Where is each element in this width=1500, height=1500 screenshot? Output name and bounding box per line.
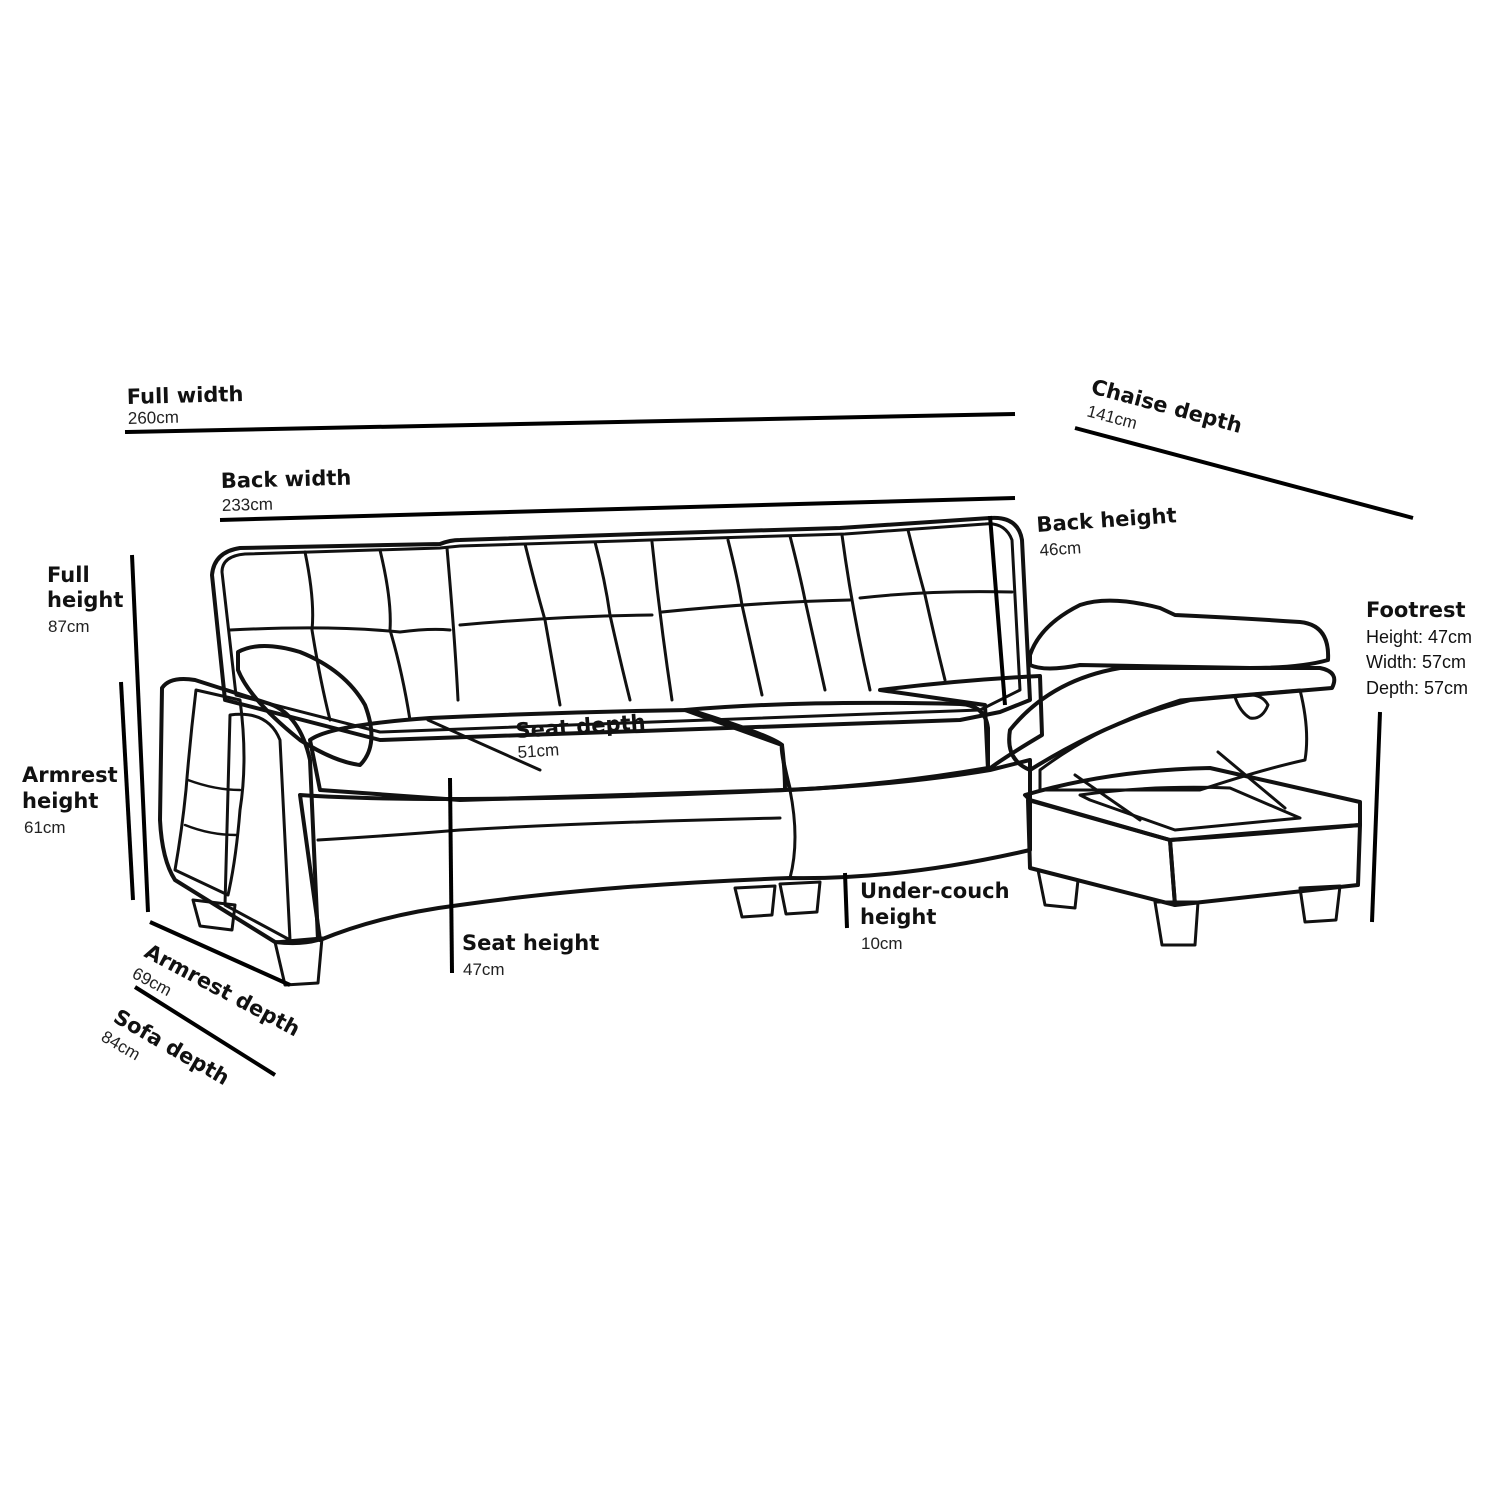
sofa-backrest xyxy=(210,515,1032,742)
seat-welt xyxy=(316,816,782,842)
footrest-box-inside xyxy=(1078,785,1302,832)
footrest-leg-1 xyxy=(1036,868,1080,910)
armrest-front-face xyxy=(223,712,292,942)
back-height-value: 46cm xyxy=(1039,538,1082,560)
sofa-pillow xyxy=(236,644,374,767)
back-width-value: 233cm xyxy=(222,495,274,515)
footrest-box-side xyxy=(1026,798,1177,907)
seat-depth-value: 51cm xyxy=(517,740,560,762)
footrest-title: Footrest xyxy=(1366,598,1466,622)
back-width-title: Back width xyxy=(221,466,352,493)
footrest-depth: Depth: 57cm xyxy=(1366,678,1468,698)
armrest-height-value: 61cm xyxy=(24,818,66,837)
sofa-seat-base xyxy=(298,758,1032,942)
seat-cushion-right xyxy=(878,674,1044,772)
chaise-depth-line xyxy=(1074,426,1414,520)
back-height-title: Back height xyxy=(1036,503,1178,537)
sofa-armrest-left xyxy=(158,677,320,946)
armrest-depth-line xyxy=(149,920,291,987)
seat-height-title: Seat height xyxy=(462,931,599,955)
sofa-leg-middle-2 xyxy=(778,880,822,916)
footrest-lid xyxy=(1007,666,1337,772)
footrest-leg-2 xyxy=(1153,900,1200,947)
footrest-handle xyxy=(1233,693,1270,720)
under-couch-title-2: height xyxy=(860,905,936,929)
full-height-title-2: height xyxy=(47,588,123,612)
full-width-value: 260cm xyxy=(128,408,180,428)
under-couch-height-line xyxy=(843,872,849,929)
full-height-value: 87cm xyxy=(48,617,90,636)
footrest-width: Width: 57cm xyxy=(1366,652,1466,672)
blanket-fold xyxy=(186,778,242,792)
armrest-height-title-1: Armrest xyxy=(22,763,118,787)
sofa-leg-back-left xyxy=(191,898,237,932)
chaise-depth-title: Chaise depth xyxy=(1089,375,1245,438)
dimension-lines xyxy=(119,412,1414,1077)
footrest-height: Height: 47cm xyxy=(1366,627,1472,647)
footrest-hinge-left xyxy=(1073,773,1142,822)
seat-depth-guide xyxy=(426,718,542,772)
sofa-leg-front-left xyxy=(273,936,324,987)
blanket-fold-2 xyxy=(183,823,238,837)
seat-height-value: 47cm xyxy=(463,960,505,979)
full-width-title: Full width xyxy=(127,382,244,409)
sofa-illustration xyxy=(158,515,1362,987)
seat-height-line xyxy=(448,777,454,974)
full-height-title-1: Full xyxy=(47,563,90,587)
footrest-height-line xyxy=(1370,711,1382,923)
back-tufting xyxy=(228,528,1014,722)
under-couch-title-1: Under-couch xyxy=(860,879,1010,903)
footrest-illustration xyxy=(1007,598,1362,947)
back-height-line xyxy=(988,515,1007,706)
full-width-line xyxy=(124,412,1016,434)
seat-divider xyxy=(788,788,797,880)
footrest-hinge-right xyxy=(1216,750,1287,810)
footrest-lid-cushion xyxy=(1028,598,1331,671)
armrest-height-title-2: height xyxy=(22,789,98,813)
back-width-line xyxy=(219,496,1016,522)
sofa-depth-line xyxy=(133,985,277,1077)
armrest-height-line xyxy=(119,681,135,901)
sofa-backrest-face xyxy=(220,522,1022,734)
sofa-blanket xyxy=(173,688,246,897)
under-couch-value: 10cm xyxy=(861,934,903,953)
sofa-leg-middle-1 xyxy=(733,884,777,919)
seat-cushion-left xyxy=(308,708,787,802)
footrest-box-front xyxy=(1168,823,1362,907)
seat-cushion-middle xyxy=(683,700,990,792)
footrest-leg-3 xyxy=(1298,884,1342,924)
full-height-line xyxy=(130,554,150,913)
